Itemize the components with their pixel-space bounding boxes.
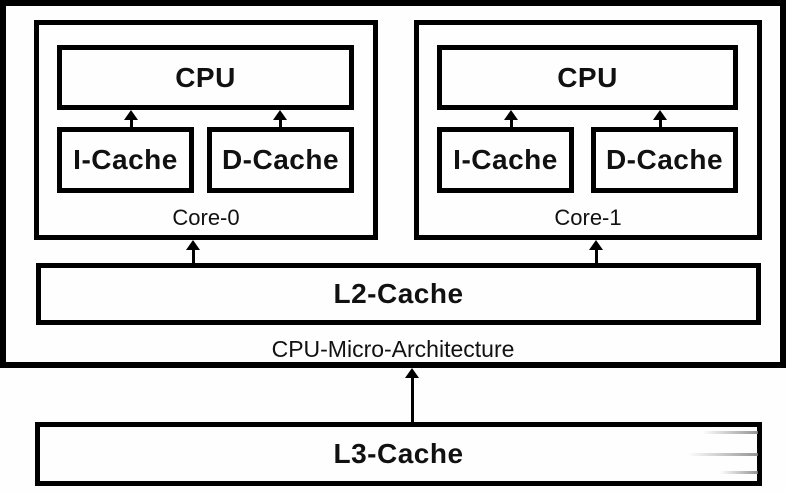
arrow-l2-to-core0 [186,240,200,263]
arrow-core0-dcache-to-cpu [273,110,287,127]
core-1-dcache-box: D-Cache [591,127,738,193]
core-0-label: Core-0 [172,205,240,230]
arrow-core1-dcache-to-cpu [653,110,667,127]
arrowhead-up-icon [124,110,138,120]
arrowhead-up-icon [653,110,667,120]
core-0-box: CPU I-Cache D-Cache Core-0 [34,20,378,240]
cpu-micro-architecture-box: CPU I-Cache D-Cache Core-0 CPU [0,0,786,368]
core-0-cpu-box: CPU [57,45,354,110]
arrow-stem [658,120,662,127]
artifact-streak [720,471,758,474]
arrow-core0-icache-to-cpu [124,110,138,127]
cpu-micro-architecture-label: CPU-Micro-Architecture [271,336,515,362]
arrowhead-up-icon [504,110,518,120]
core-1-label: Core-1 [554,205,622,230]
l3-cache-label: L3-Cache [333,438,464,469]
l2-cache-label: L2-Cache [333,278,464,309]
core-0-dcache-label: D-Cache [221,144,340,175]
arrow-core1-icache-to-cpu [504,110,518,127]
core-0-dcache-box: D-Cache [207,127,354,193]
artifact-smudge [688,428,758,480]
core-1-icache-box: I-Cache [437,127,574,193]
core-0-icache-box: I-Cache [57,127,194,193]
arrowhead-up-icon [405,368,419,378]
arrow-stem [410,378,414,422]
arrow-stem [509,120,513,127]
l3-cache-box: L3-Cache [35,422,762,486]
arrow-stem [191,250,195,263]
core-1-cpu-label: CPU [557,61,618,93]
arrow-l3-to-architecture [405,368,419,422]
arrow-l2-to-core1 [589,240,603,263]
arrowhead-up-icon [273,110,287,120]
arrow-stem [278,120,282,127]
arrowhead-up-icon [589,240,603,250]
artifact-streak [688,453,758,456]
core-1-box: CPU I-Cache D-Cache Core-1 [414,20,762,240]
arrowhead-up-icon [186,240,200,250]
core-0-cpu-label: CPU [175,61,236,93]
l2-cache-box: L2-Cache [36,263,761,325]
arrow-stem [129,120,133,127]
core-1-dcache-label: D-Cache [605,144,724,175]
core-1-icache-label: I-Cache [453,144,558,175]
core-0-icache-label: I-Cache [73,144,178,175]
artifact-streak [702,431,758,434]
arrow-stem [594,250,598,263]
core-1-cpu-box: CPU [437,45,738,110]
